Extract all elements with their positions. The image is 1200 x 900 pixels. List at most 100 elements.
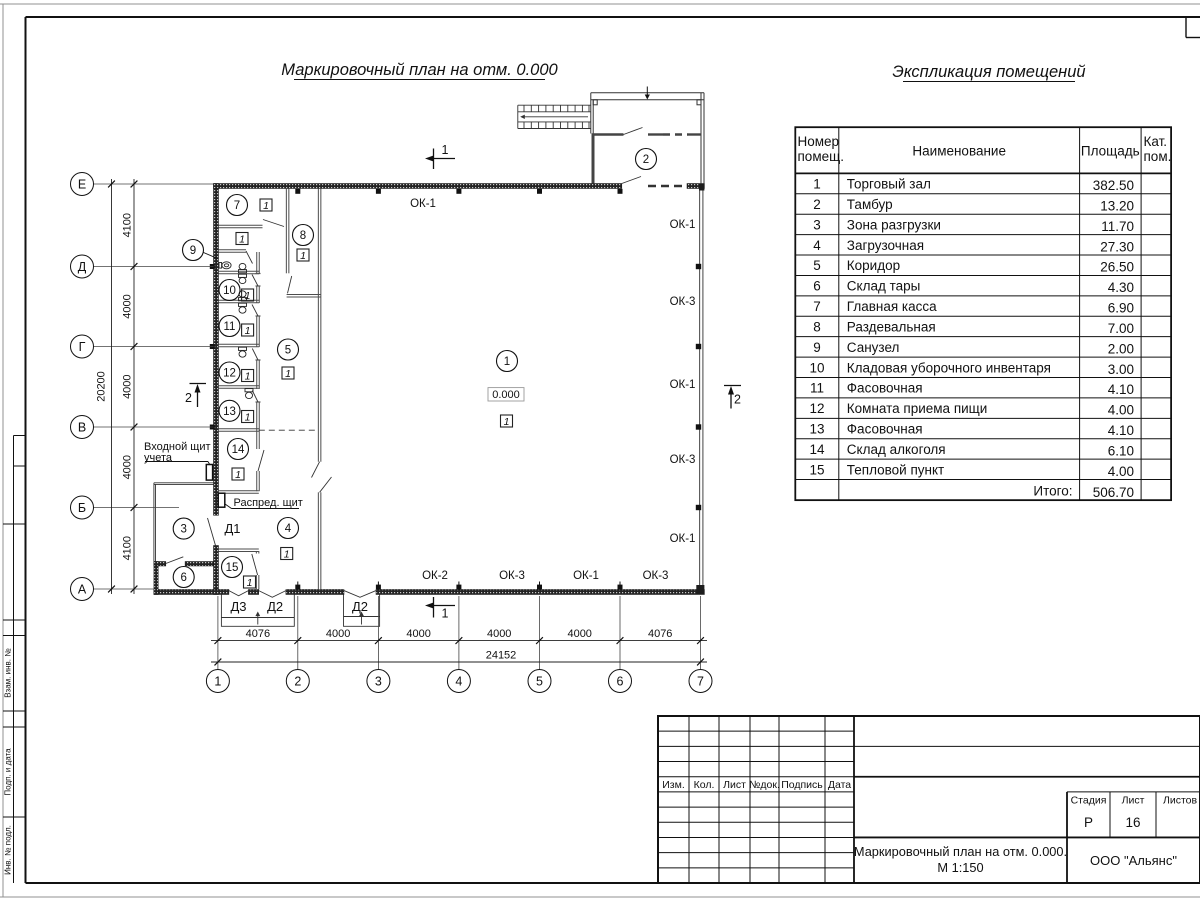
room-bubble-12: 12: [223, 368, 236, 380]
room-bubble-2: 2: [643, 154, 649, 166]
explication-table-grid: [794, 126, 1172, 502]
callout-entry-panel-2: учета: [144, 452, 173, 464]
axis-bubble-Д: Д: [78, 260, 87, 274]
door-label-0: Д1: [224, 521, 240, 536]
floor-marker-11: 1: [504, 416, 510, 428]
row-name: Тамбур: [847, 197, 893, 212]
room-bubble-circle-5: [276, 338, 300, 361]
header-category-1: Кат.: [1144, 134, 1168, 149]
strip-label-podp: Подп. и дата: [4, 748, 13, 796]
door-label-2: Д2: [267, 599, 283, 614]
table-row: 14 Склад алкоголя 6.10: [810, 442, 1134, 459]
tb-rev-header-3: №док.: [749, 779, 780, 791]
room-bubble-6: 6: [180, 572, 186, 584]
room-bubble-9: 9: [190, 245, 196, 257]
door-label-1: Д3: [230, 599, 246, 614]
callout-distribution-panel: Распред. щит: [234, 497, 303, 509]
axis-extension-lines: [93, 183, 701, 670]
axis-bubble-7: 7: [697, 674, 704, 688]
row-number: 10: [810, 360, 825, 375]
room-bubble-7: 7: [234, 200, 240, 212]
axis-bubble-circle-5: [527, 669, 552, 693]
row-area: 26.50: [1100, 260, 1134, 275]
section-label-2: 2: [185, 391, 192, 405]
total-label: Итого:: [1033, 484, 1072, 499]
section-label-0: 1: [442, 143, 449, 157]
window-label-9: ОК-3: [643, 570, 669, 582]
row-number: 5: [813, 258, 821, 273]
room-bubble-circle-2: [634, 147, 658, 171]
room-bubble-15: 15: [226, 562, 239, 574]
axis-bubble-circle-Е: [70, 172, 94, 196]
floor-marker-9: 1: [285, 368, 291, 380]
row-area: 6.10: [1108, 443, 1134, 458]
tb-doc-title-2: М 1:150: [937, 860, 983, 875]
dim-left-0: 4100: [122, 213, 134, 237]
window-label-2: ОК-3: [670, 296, 696, 308]
row-name: Коридор: [847, 258, 900, 273]
window-label-8: ОК-1: [573, 570, 599, 582]
floor-marker-box-4: [241, 323, 255, 337]
floor-marker-box-1: [296, 248, 310, 262]
table-row: 5 Коридор 26.50: [813, 258, 1134, 275]
room-bubble-circle-15: [220, 555, 244, 579]
axis-bubble-3: 3: [375, 674, 382, 688]
row-name: Фасовочная: [847, 381, 923, 396]
room-bubble-circle-3: [172, 517, 195, 540]
header-area: Площадь: [1081, 144, 1140, 159]
window-label-6: ОК-2: [422, 570, 448, 582]
row-area: 4.10: [1108, 382, 1134, 397]
axis-bubble-2: 2: [294, 674, 301, 688]
axis-bubble-circle-6: [608, 669, 632, 693]
row-name: Санузел: [847, 340, 900, 355]
row-name: Склад алкоголя: [847, 442, 946, 457]
axis-bubble-circle-Д: [70, 254, 94, 279]
axis-bubble-circle-2: [285, 669, 310, 693]
explication-table-headers: Номер помещ. Наименование Площадь Кат. п…: [798, 134, 1172, 500]
row-area: 6.90: [1108, 301, 1134, 316]
row-number: 7: [813, 299, 821, 314]
row-name: Главная касса: [847, 299, 937, 314]
room-bubble-circle-11: [218, 314, 241, 338]
dim-left-2: 4000: [122, 374, 134, 398]
table-row: 11 Фасовочная 4.10: [810, 381, 1134, 398]
row-number: 15: [810, 462, 825, 477]
tb-rev-header-5: Дата: [828, 779, 851, 791]
tb-rev-header-1: Кол.: [694, 779, 715, 791]
row-number: 14: [810, 442, 826, 457]
sheet-frame: Взам. инв. № Подп. и дата Инв. № подл.: [0, 3, 1200, 898]
room-bubble-11: 11: [224, 321, 236, 333]
room-bubble-circle-12: [218, 361, 241, 384]
floor-marker-box-2: [235, 231, 249, 246]
tb-rev-header-0: Изм.: [662, 779, 685, 791]
row-number: 3: [813, 217, 821, 232]
floor-marker-8: 1: [247, 577, 253, 589]
row-number: 1: [813, 177, 821, 192]
strip-label-vzam: Взам. инв. №: [4, 648, 13, 698]
row-area: 382.50: [1093, 178, 1134, 193]
room-bubble-14: 14: [232, 444, 245, 456]
tb-rev-header-4: Подпись: [781, 779, 823, 791]
floor-marker-box-6: [241, 409, 255, 424]
axis-bubble-circle-Г: [70, 334, 94, 359]
dim-left-4: 4100: [122, 536, 134, 560]
row-area: 27.30: [1100, 239, 1134, 254]
row-area: 4.10: [1108, 423, 1134, 438]
row-name: Фасовочная: [847, 422, 923, 437]
dim-total-bottom: 24152: [486, 650, 517, 662]
row-number: 11: [810, 381, 824, 396]
dim-bottom-5: 4076: [648, 628, 672, 640]
row-area: 13.20: [1100, 199, 1134, 214]
row-number: 8: [813, 319, 821, 334]
room-bubble-circle-10: [218, 278, 241, 302]
window-label-3: ОК-1: [670, 379, 696, 391]
section-marks: [189, 148, 741, 618]
